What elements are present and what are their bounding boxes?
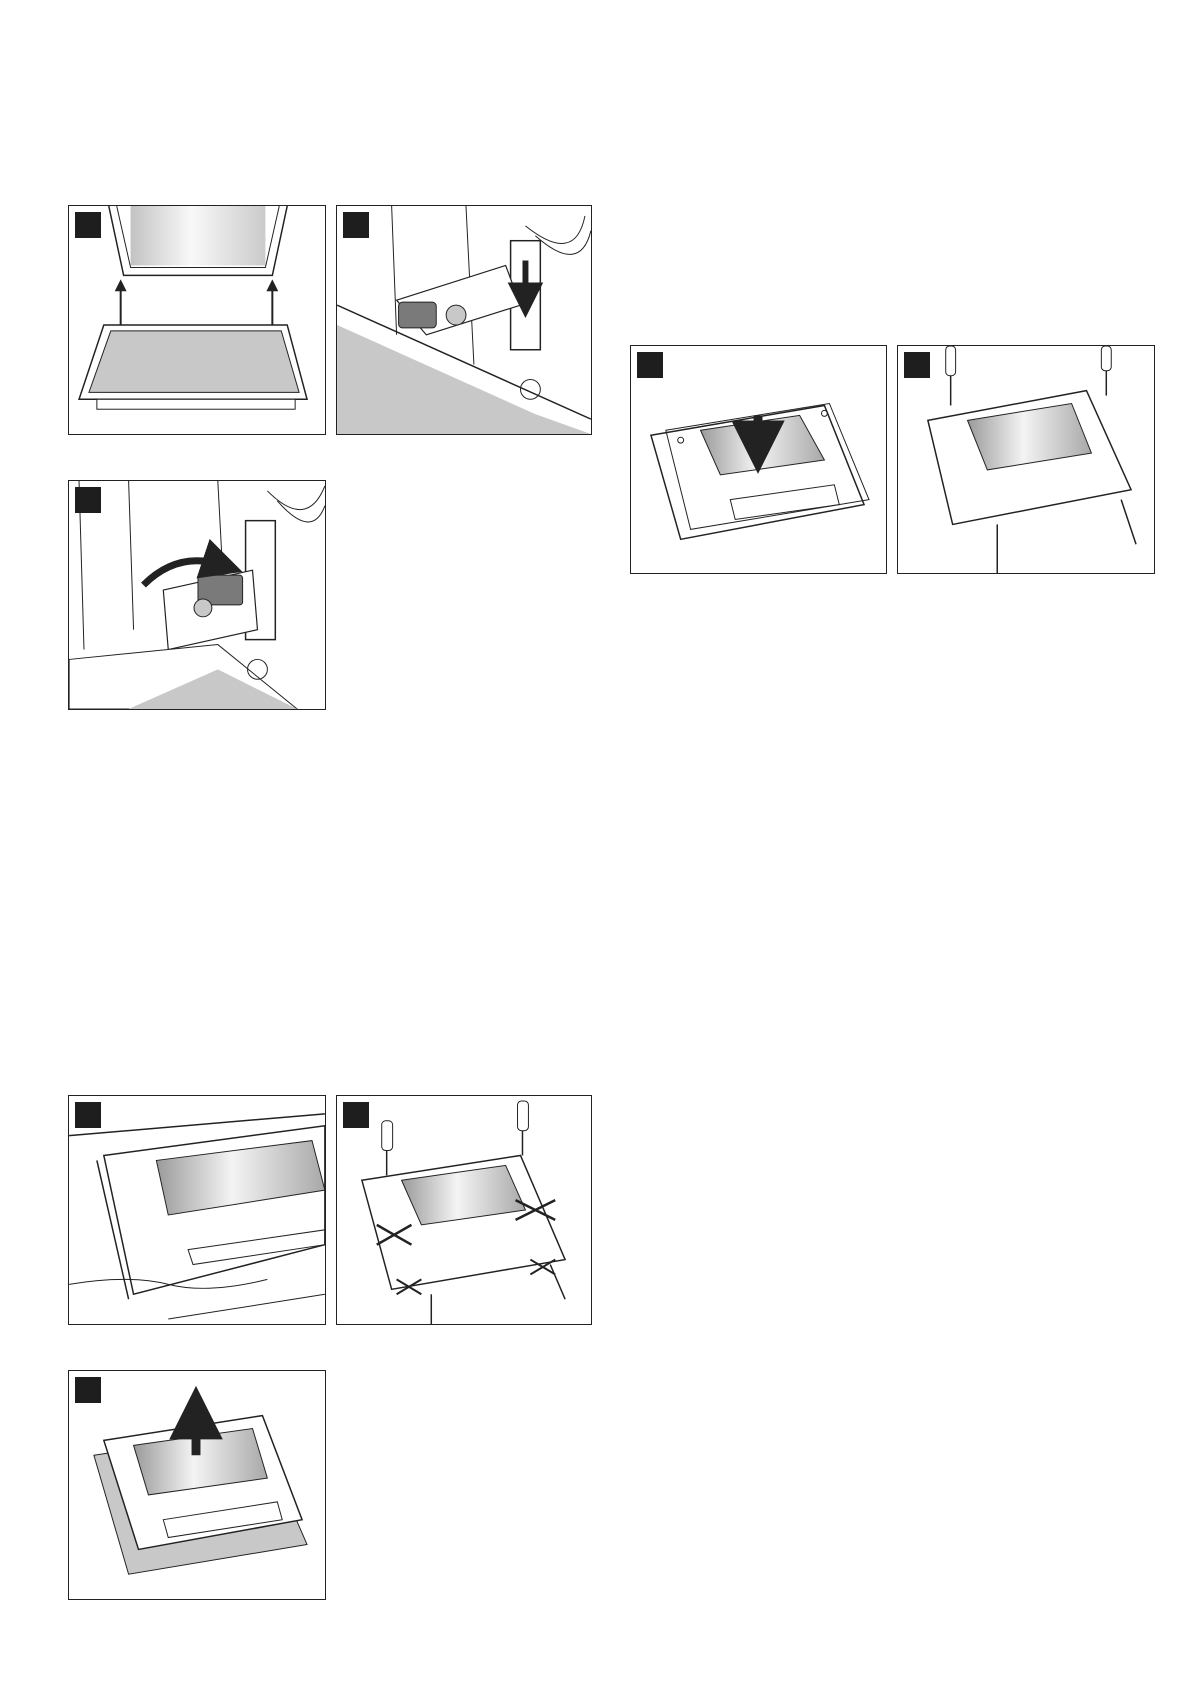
step-marker xyxy=(75,212,101,238)
figure-lift-glass xyxy=(68,1370,326,1600)
step-marker xyxy=(75,487,101,513)
step-marker xyxy=(343,1102,369,1128)
door-lift-illustration xyxy=(69,206,325,434)
door-on-cloth-illustration xyxy=(69,1096,325,1324)
lift-glass-illustration xyxy=(69,1371,325,1599)
figure-refit-screws xyxy=(897,345,1155,574)
figure-unscrew xyxy=(336,1095,592,1325)
step-marker xyxy=(343,212,369,238)
figure-hinge-press xyxy=(336,205,592,435)
hinge-swing-illustration xyxy=(69,481,325,709)
figure-door-lift xyxy=(68,205,326,435)
step-marker xyxy=(904,352,930,378)
figure-hinge-swing xyxy=(68,480,326,710)
step-marker xyxy=(637,352,663,378)
step-marker xyxy=(75,1377,101,1403)
hinge-press-illustration xyxy=(337,206,591,434)
figure-insert-glass xyxy=(630,345,887,574)
step-marker xyxy=(75,1102,101,1128)
insert-glass-illustration xyxy=(631,346,886,573)
figure-door-on-cloth xyxy=(68,1095,326,1325)
unscrew-illustration xyxy=(337,1096,591,1324)
refit-screws-illustration xyxy=(898,346,1154,573)
